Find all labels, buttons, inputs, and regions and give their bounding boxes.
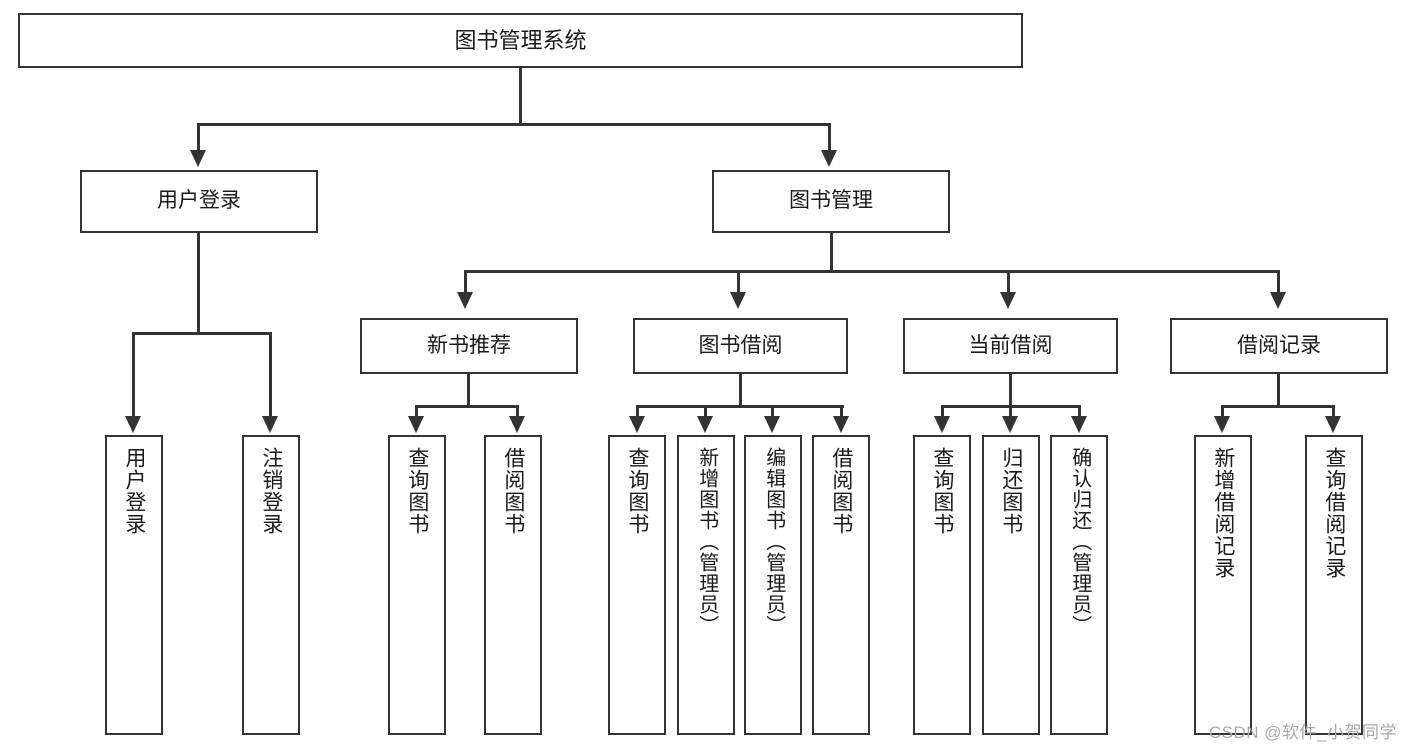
- node-label: 当前借阅: [968, 333, 1053, 357]
- connector-new-book-stem: [467, 374, 470, 408]
- node-label: 借阅图书: [501, 447, 525, 535]
- node-label: 新书推荐: [427, 333, 511, 357]
- connector-current-borrow-stem: [1009, 374, 1012, 408]
- connector-current-borrow-c3: [1078, 405, 1081, 416]
- arrowhead-leaf-user-login: [125, 416, 141, 433]
- node-borrow-record[interactable]: 借阅记录: [1170, 318, 1388, 374]
- node-book-management[interactable]: 图书管理: [712, 170, 950, 233]
- connector-borrow-record-bus: [1221, 405, 1335, 408]
- arrowhead-leaf-confirm-return: [1071, 416, 1087, 433]
- arrowhead-leaf-query-book-1: [408, 416, 424, 433]
- node-label: 确认归还（管理员）: [1068, 447, 1091, 636]
- connector-book-borrow-bus: [636, 405, 844, 408]
- arrowhead-leaf-query-book-2: [629, 416, 645, 433]
- connector-user-login-left: [132, 332, 135, 416]
- node-label: 查询借阅记录: [1322, 447, 1346, 579]
- node-leaf-edit-book[interactable]: 编辑图书（管理员）: [744, 435, 802, 735]
- arrowhead-borrow-record: [1270, 292, 1286, 309]
- arrowhead-leaf-add-book: [697, 416, 713, 433]
- connector-book-borrow-stem: [739, 374, 742, 408]
- node-label: 图书管理: [789, 189, 873, 213]
- connector-new-book-right: [516, 405, 519, 416]
- node-label: 用户登录: [122, 447, 146, 535]
- node-leaf-borrow-book-1[interactable]: 借阅图书: [484, 435, 542, 735]
- node-leaf-confirm-return[interactable]: 确认归还（管理员）: [1050, 435, 1108, 735]
- connector-current-borrow-c1: [941, 405, 944, 416]
- connector-book-borrow-c3: [771, 405, 774, 416]
- node-label: 图书借阅: [698, 333, 783, 357]
- connector-to-new-book-recommend: [464, 270, 467, 292]
- arrowhead-leaf-edit-book: [764, 416, 780, 433]
- arrowhead-leaf-borrow-book-2: [833, 416, 849, 433]
- node-label: 借阅图书: [829, 447, 853, 535]
- node-current-borrow[interactable]: 当前借阅: [903, 318, 1118, 374]
- node-label: 编辑图书（管理员）: [762, 447, 785, 636]
- connector-user-login-stem: [197, 233, 200, 335]
- connector-root-stem: [519, 68, 522, 125]
- node-leaf-query-book-3[interactable]: 查询图书: [913, 435, 971, 735]
- arrowhead-new-book-recommend: [457, 292, 473, 309]
- connector-root-bus: [197, 123, 831, 126]
- connector-borrow-record-stem: [1277, 374, 1280, 408]
- node-label: 新增借阅记录: [1211, 447, 1235, 579]
- arrowhead-leaf-add-record: [1214, 416, 1230, 433]
- connector-user-login-right: [269, 332, 272, 416]
- arrowhead-leaf-return-book: [1002, 416, 1018, 433]
- node-label: 新增图书（管理员）: [695, 447, 718, 636]
- node-leaf-return-book[interactable]: 归还图书: [982, 435, 1040, 735]
- node-leaf-logout-login[interactable]: 注销登录: [242, 435, 300, 735]
- arrowhead-to-user-login: [190, 150, 206, 167]
- node-book-management-system[interactable]: 图书管理系统: [18, 13, 1023, 68]
- node-label: 借阅记录: [1237, 333, 1321, 357]
- node-leaf-user-login[interactable]: 用户登录: [105, 435, 163, 735]
- node-label: 查询图书: [405, 447, 429, 535]
- csdn-watermark: CSDN @软件_小贺同学: [1208, 723, 1397, 742]
- connector-new-book-left: [415, 405, 418, 416]
- connector-borrow-record-left: [1221, 405, 1224, 416]
- node-leaf-query-record[interactable]: 查询借阅记录: [1305, 435, 1363, 735]
- connector-to-borrow-record: [1277, 270, 1280, 292]
- node-leaf-add-book[interactable]: 新增图书（管理员）: [677, 435, 735, 735]
- connector-new-book-bus: [415, 405, 519, 408]
- arrowhead-leaf-borrow-book-1: [509, 416, 525, 433]
- connector-book-management-bus: [464, 270, 1280, 273]
- connector-book-borrow-c2: [704, 405, 707, 416]
- node-label: 用户登录: [157, 189, 241, 213]
- arrowhead-leaf-query-record: [1325, 416, 1341, 433]
- node-leaf-query-book-1[interactable]: 查询图书: [388, 435, 446, 735]
- connector-book-borrow-c1: [636, 405, 639, 416]
- node-label: 图书管理系统: [454, 27, 587, 53]
- connector-root-to-book-management: [828, 123, 831, 150]
- arrowhead-leaf-logout-login: [262, 416, 278, 433]
- connector-to-current-borrow: [1007, 270, 1010, 292]
- connector-current-borrow-c2: [1009, 405, 1012, 416]
- connector-to-book-borrow: [737, 270, 740, 292]
- node-leaf-add-record[interactable]: 新增借阅记录: [1194, 435, 1252, 735]
- node-label: 归还图书: [999, 447, 1023, 535]
- node-book-borrow[interactable]: 图书借阅: [633, 318, 848, 374]
- connector-root-to-user-login: [197, 123, 200, 150]
- connector-book-management-stem: [830, 233, 833, 272]
- node-leaf-borrow-book-2[interactable]: 借阅图书: [812, 435, 870, 735]
- node-label: 注销登录: [259, 447, 283, 535]
- connector-book-borrow-c4: [840, 405, 843, 416]
- node-user-login[interactable]: 用户登录: [80, 170, 318, 233]
- node-label: 查询图书: [625, 447, 649, 535]
- arrowhead-leaf-query-book-3: [934, 416, 950, 433]
- arrowhead-current-borrow: [1000, 292, 1016, 309]
- arrowhead-book-borrow: [730, 292, 746, 309]
- node-label: 查询图书: [930, 447, 954, 535]
- connector-borrow-record-right: [1332, 405, 1335, 416]
- node-leaf-query-book-2[interactable]: 查询图书: [608, 435, 666, 735]
- connector-user-login-bus: [132, 332, 272, 335]
- node-new-book-recommend[interactable]: 新书推荐: [360, 318, 578, 374]
- arrowhead-to-book-management: [821, 150, 837, 167]
